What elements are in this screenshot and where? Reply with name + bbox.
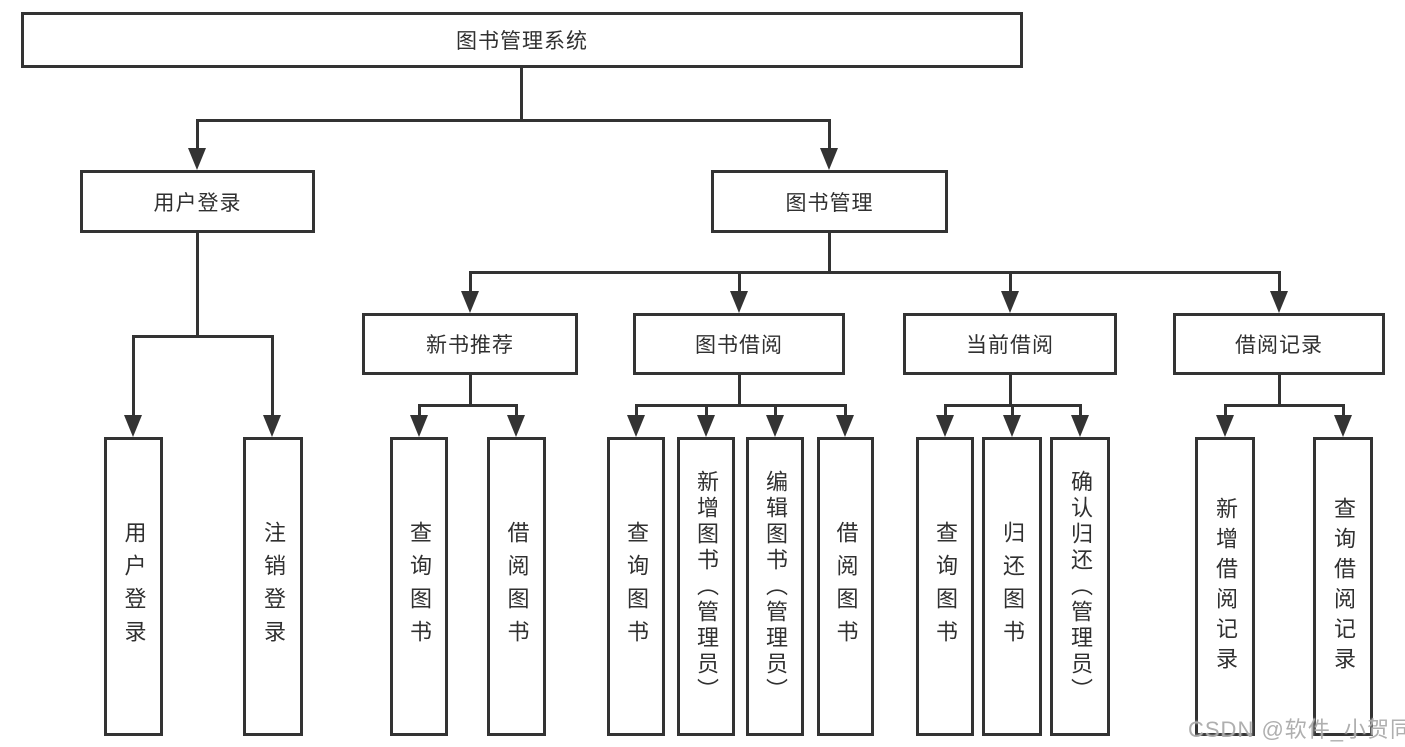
arrowhead-icon xyxy=(461,291,479,313)
connector-drop-user-login xyxy=(196,119,199,150)
connector-drop-book-management xyxy=(828,119,831,150)
node-user-login: 用户登录 xyxy=(80,170,315,233)
connector-drop-leaf xyxy=(844,404,847,417)
node-label: 归还图书 xyxy=(1000,520,1025,653)
connector-user-login-stem xyxy=(196,233,199,336)
node-label: 新书推荐 xyxy=(426,334,514,357)
arrowhead-icon xyxy=(1071,415,1089,437)
node-current-borrow: 当前借阅 xyxy=(903,313,1117,375)
node-label: 用户登录 xyxy=(121,520,147,653)
node-label: 当前借阅 xyxy=(966,334,1054,357)
connector-drop-book-borrow xyxy=(738,271,741,293)
node-new-book-recommend: 新书推荐 xyxy=(362,313,578,375)
node-book-borrow: 图书借阅 xyxy=(633,313,845,375)
connector-drop-leaf xyxy=(132,335,135,417)
leaf-query-books-borrow: 查询图书 xyxy=(607,437,665,736)
arrowhead-icon xyxy=(697,415,715,437)
arrowhead-icon xyxy=(188,148,206,170)
connector-drop-leaf xyxy=(635,404,638,417)
arrowhead-icon xyxy=(1270,291,1288,313)
node-label: 编辑图书（管理员） xyxy=(763,469,788,704)
node-label: 查询图书 xyxy=(624,520,649,653)
connector-drop-leaf xyxy=(1342,404,1345,417)
connector-user-login-bus xyxy=(132,335,274,338)
connector-borrow-records-stem xyxy=(1278,375,1281,405)
connector-drop-borrow-records xyxy=(1278,271,1281,293)
leaf-user-login: 用户登录 xyxy=(104,437,163,736)
arrowhead-icon xyxy=(730,291,748,313)
arrowhead-icon xyxy=(507,415,525,437)
connector-drop-leaf xyxy=(774,404,777,417)
node-label: 查询图书 xyxy=(407,520,432,653)
arrowhead-icon xyxy=(1001,291,1019,313)
arrowhead-icon xyxy=(627,415,645,437)
arrowhead-icon xyxy=(263,415,281,437)
leaf-borrow-books-recommend: 借阅图书 xyxy=(487,437,546,736)
connector-current-borrow-stem xyxy=(1009,375,1012,405)
arrowhead-icon xyxy=(766,415,784,437)
arrowhead-icon xyxy=(1216,415,1234,437)
connector-drop-leaf xyxy=(1079,404,1082,417)
leaf-query-books-current: 查询图书 xyxy=(916,437,974,736)
node-label: 查询图书 xyxy=(933,520,958,653)
leaf-edit-books-admin: 编辑图书（管理员） xyxy=(746,437,804,736)
arrowhead-icon xyxy=(410,415,428,437)
arrowhead-icon xyxy=(1003,415,1021,437)
connector-drop-leaf xyxy=(1224,404,1227,417)
leaf-return-books: 归还图书 xyxy=(982,437,1042,736)
node-label: 新增借阅记录 xyxy=(1213,496,1238,677)
node-label: 借阅图书 xyxy=(833,520,859,653)
arrowhead-icon xyxy=(936,415,954,437)
node-label: 借阅图书 xyxy=(504,520,530,653)
connector-root-bus xyxy=(196,119,831,122)
leaf-add-books-admin: 新增图书（管理员） xyxy=(677,437,735,736)
leaf-query-borrow-record: 查询借阅记录 xyxy=(1313,437,1373,736)
arrowhead-icon xyxy=(836,415,854,437)
connector-drop-current-borrow xyxy=(1009,271,1012,293)
connector-book-management-stem xyxy=(828,233,831,272)
node-label: 新增图书（管理员） xyxy=(694,469,719,704)
leaf-borrow-books: 借阅图书 xyxy=(817,437,874,736)
connector-drop-leaf xyxy=(271,335,274,417)
connector-book-borrow-stem xyxy=(738,375,741,405)
node-root-library-system: 图书管理系统 xyxy=(21,12,1023,68)
connector-drop-leaf xyxy=(515,404,518,417)
node-label: 用户登录 xyxy=(153,191,242,215)
node-label: 图书管理 xyxy=(785,191,874,215)
leaf-add-borrow-record: 新增借阅记录 xyxy=(1195,437,1255,736)
leaf-confirm-return-admin: 确认归还（管理员） xyxy=(1050,437,1110,736)
connector-drop-leaf xyxy=(1011,404,1014,417)
leaf-logout: 注销登录 xyxy=(243,437,303,736)
connector-borrow-records-bus xyxy=(1224,404,1344,407)
arrowhead-icon xyxy=(1334,415,1352,437)
node-label: 图书借阅 xyxy=(695,334,783,357)
node-label: 查询借阅记录 xyxy=(1331,496,1356,677)
connector-new-book-bus xyxy=(418,404,518,407)
arrowhead-icon xyxy=(820,148,838,170)
node-borrow-records: 借阅记录 xyxy=(1173,313,1385,375)
connector-book-management-bus xyxy=(469,271,1281,274)
node-label: 借阅记录 xyxy=(1235,334,1323,357)
connector-root-stem xyxy=(520,68,523,120)
connector-drop-leaf xyxy=(705,404,708,417)
connector-drop-new-book xyxy=(469,271,472,293)
connector-book-borrow-bus xyxy=(635,404,846,407)
node-label: 确认归还（管理员） xyxy=(1068,469,1093,704)
connector-new-book-stem xyxy=(469,375,472,405)
connector-drop-leaf xyxy=(944,404,947,417)
arrowhead-icon xyxy=(124,415,142,437)
csdn-watermark: CSDN @软件_小贺同学 xyxy=(1188,717,1405,742)
connector-drop-leaf xyxy=(418,404,421,417)
node-label: 注销登录 xyxy=(261,520,286,653)
node-label: 图书管理系统 xyxy=(456,30,588,53)
node-book-management: 图书管理 xyxy=(711,170,948,233)
leaf-query-books-recommend: 查询图书 xyxy=(390,437,448,736)
